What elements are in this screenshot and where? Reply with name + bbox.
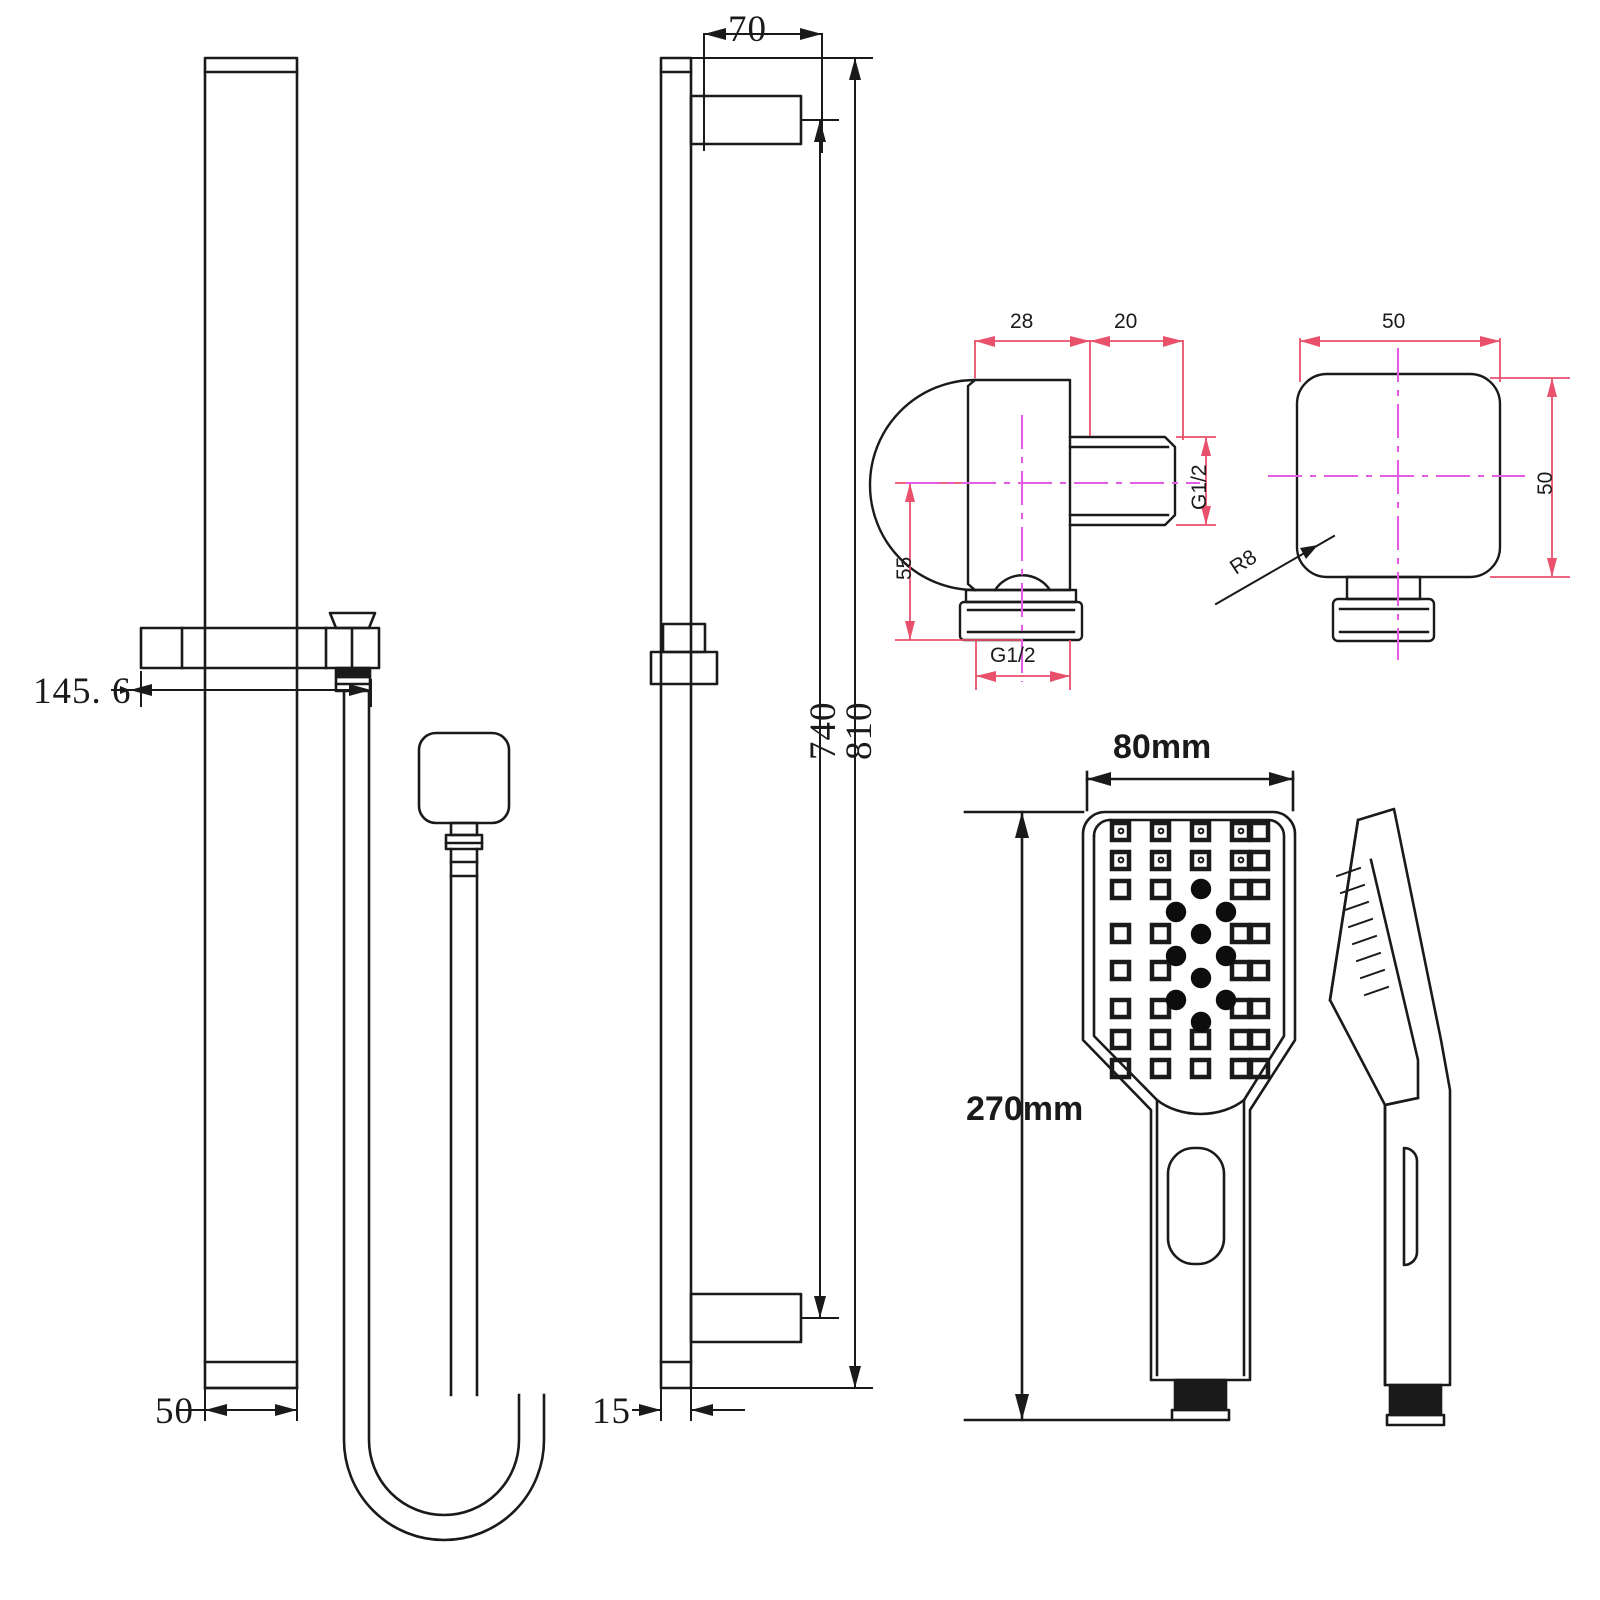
red-dimension-layer [895,336,1570,690]
view-side-rail [649,56,803,1390]
dim-270mm [963,810,1174,1422]
dim-label-810: 810 [839,701,880,761]
dim-740 [800,119,839,1319]
dim-label-20: 20 [1114,310,1138,333]
dim-label-handset-width: 80mm [1113,728,1212,766]
centerline-layer [906,348,1525,682]
dim-label-70: 70 [728,9,767,50]
dim-label-face-height: 50 [1534,471,1557,495]
dim-label-elbow-height: 55 [893,556,916,580]
view-handset-side [1328,807,1452,1427]
dim-label-handset-length: 270mm [966,1090,1084,1128]
view-handset-front [1081,810,1297,1422]
dim-label-28: 28 [1010,310,1034,333]
dim-145-6 [111,671,372,707]
dim-810 [660,57,873,1389]
dim-80mm [1085,770,1295,812]
view-front-rail [139,56,546,1542]
dim-label-15: 15 [592,1391,631,1432]
dim-rail-base-50 [176,1387,298,1421]
dim-label-inlet-thread: G1/2 [990,644,1036,667]
dim-label-face-width: 50 [1382,310,1406,333]
dim-label-145-6: 145. 6 [33,671,132,712]
dim-70 [703,28,823,153]
dim-label-outlet-thread: G1/2 [1188,464,1211,510]
dim-label-rail-base-50: 50 [155,1391,194,1432]
spray-nozzle-grid [1109,820,1271,1080]
view-wall-elbow-face [1214,372,1502,643]
dim-15 [632,1387,745,1421]
view-wall-elbow [868,378,1177,642]
